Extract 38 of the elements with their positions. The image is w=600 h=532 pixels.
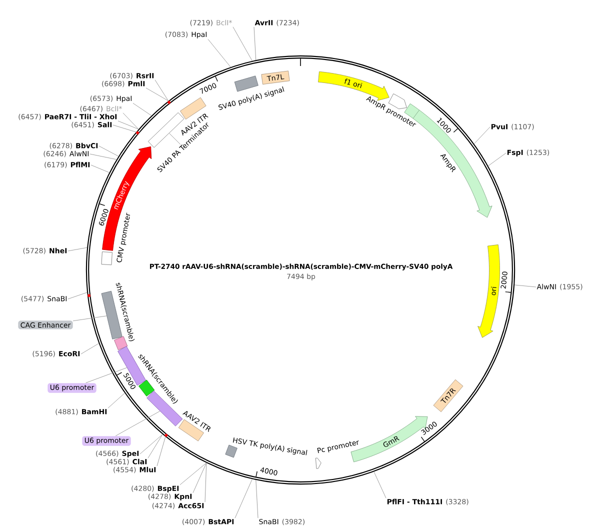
leader-line xyxy=(108,392,125,408)
leader-line xyxy=(204,462,207,502)
feature-box xyxy=(138,380,155,396)
leader-line xyxy=(118,120,139,130)
leader-line xyxy=(180,462,207,486)
leader-line xyxy=(169,133,181,145)
leader-line xyxy=(488,152,506,166)
leader-line xyxy=(86,367,128,384)
leader-line xyxy=(192,462,207,494)
leader-line xyxy=(72,316,107,322)
leader-line xyxy=(140,434,163,454)
leader-line xyxy=(122,112,139,130)
leader-line xyxy=(234,478,252,518)
feature-box xyxy=(225,444,238,458)
leader-line xyxy=(148,434,163,458)
feature-segment xyxy=(315,458,322,469)
leader-line xyxy=(474,126,490,144)
leader-line xyxy=(208,38,231,68)
leader-line xyxy=(156,436,166,466)
leader-line xyxy=(80,343,100,354)
leader-line xyxy=(254,26,256,60)
leader-line xyxy=(374,471,386,498)
leader-line xyxy=(115,410,160,436)
leader-line xyxy=(98,146,119,157)
leader-line xyxy=(146,88,169,102)
leader-line xyxy=(90,154,117,160)
feature-segment xyxy=(388,94,407,110)
feature-box xyxy=(101,252,112,266)
leader-line xyxy=(256,480,258,518)
leader-line xyxy=(68,292,88,300)
leader-line xyxy=(154,80,169,102)
leader-line xyxy=(514,284,536,288)
leader-line xyxy=(232,26,252,62)
leader-line xyxy=(132,102,152,116)
leader-line xyxy=(68,247,88,252)
feature-box xyxy=(234,76,258,92)
leader-line xyxy=(112,124,136,132)
leader-line xyxy=(90,164,110,173)
